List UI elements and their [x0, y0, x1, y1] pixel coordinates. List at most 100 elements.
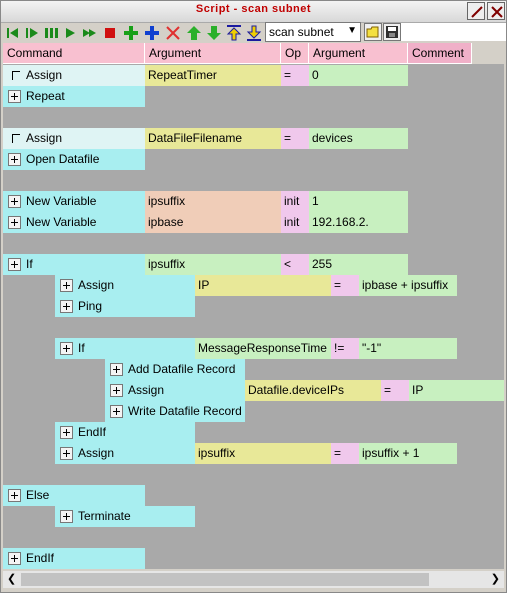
expand-plus-icon[interactable] — [110, 405, 123, 418]
row-8-command[interactable]: Assign — [55, 275, 195, 296]
row-7-argument[interactable]: ipsuffix — [145, 254, 281, 275]
row-13-command[interactable]: Write Datafile Record — [105, 401, 245, 422]
pause-button[interactable] — [42, 24, 60, 42]
first-step-button[interactable] — [4, 24, 22, 42]
header-comment[interactable]: Comment — [408, 43, 472, 64]
header-argument-2[interactable]: Argument — [309, 43, 408, 64]
row-15-argument-2[interactable]: ipsuffix + 1 — [359, 443, 457, 464]
row-8-argument-2[interactable]: ipbase + ipsuffix — [359, 275, 457, 296]
scroll-right-icon[interactable]: ❯ — [490, 573, 500, 585]
row-4-command[interactable]: Open Datafile — [3, 149, 145, 170]
move-up-button[interactable] — [185, 24, 203, 42]
row-1-argument[interactable]: RepeatTimer — [145, 65, 281, 86]
add-blue-button[interactable] — [143, 24, 161, 42]
expand-plus-icon[interactable] — [60, 510, 73, 523]
command-label: EndIf — [78, 425, 107, 439]
row-6-argument-2[interactable]: 192.168.2. — [309, 212, 408, 233]
open-script-button[interactable] — [364, 23, 382, 41]
row-1-argument-2[interactable]: 0 — [309, 65, 408, 86]
row-3-argument-2[interactable]: devices — [309, 128, 408, 149]
row-12-op[interactable]: = — [381, 380, 409, 401]
row-17-command[interactable]: Terminate — [55, 506, 195, 527]
row-10-op[interactable]: != — [331, 338, 359, 359]
row-15-argument[interactable]: ipsuffix — [195, 443, 331, 464]
expand-plus-icon[interactable] — [60, 342, 73, 355]
header-command[interactable]: Command — [3, 43, 145, 64]
row-10-argument[interactable]: MessageResponseTime — [195, 338, 331, 359]
row-2-command[interactable]: Repeat — [3, 86, 145, 107]
expand-plus-icon[interactable] — [60, 426, 73, 439]
expand-plus-icon[interactable] — [8, 489, 21, 502]
command-label: Open Datafile — [26, 152, 100, 166]
scroll-left-icon[interactable]: ❮ — [7, 573, 17, 585]
header-op[interactable]: Op — [281, 43, 309, 64]
move-down-button[interactable] — [205, 24, 223, 42]
row-3-command[interactable]: Assign — [3, 128, 145, 149]
command-label: New Variable — [26, 194, 97, 208]
expand-plus-icon[interactable] — [8, 258, 21, 271]
row-1-op[interactable]: = — [281, 65, 309, 86]
expand-plus-icon[interactable] — [60, 279, 73, 292]
expand-plus-icon[interactable] — [8, 90, 21, 103]
row-7-command[interactable]: If — [3, 254, 145, 275]
script-select[interactable]: scan subnet ▼ — [265, 22, 361, 42]
row-6-op[interactable]: init — [281, 212, 309, 233]
row-1-command[interactable]: Assign — [3, 65, 145, 86]
row-7-op[interactable]: < — [281, 254, 309, 275]
row-12-argument[interactable]: Datafile.deviceIPs — [245, 380, 381, 401]
row-6-argument[interactable]: ipbase — [145, 212, 281, 233]
fast-forward-button[interactable] — [81, 24, 99, 42]
expand-plus-icon[interactable] — [60, 447, 73, 460]
save-script-button[interactable] — [383, 23, 401, 41]
row-12-argument-2[interactable]: IP — [409, 380, 504, 401]
add-green-button[interactable] — [122, 24, 140, 42]
scrollbar-thumb[interactable] — [21, 573, 429, 586]
row-6-command[interactable]: New Variable — [3, 212, 145, 233]
move-bottom-button[interactable] — [245, 24, 263, 42]
command-label: Write Datafile Record — [128, 404, 242, 418]
play-button[interactable] — [61, 24, 79, 42]
command-label: Ping — [78, 299, 103, 313]
row-3-argument[interactable]: DataFileFilename — [145, 128, 281, 149]
expand-plus-icon[interactable] — [60, 300, 73, 313]
expand-plus-icon[interactable] — [110, 363, 123, 376]
expand-plus-icon[interactable] — [110, 384, 123, 397]
expand-plus-icon[interactable] — [8, 153, 21, 166]
toolbar-text-field[interactable] — [401, 23, 506, 41]
move-top-button[interactable] — [225, 24, 243, 42]
row-12-command[interactable]: Assign — [105, 380, 245, 401]
edit-button[interactable] — [467, 2, 485, 20]
row-5-command[interactable]: New Variable — [3, 191, 145, 212]
row-8-argument[interactable]: IP — [195, 275, 331, 296]
row-9-command[interactable]: Ping — [55, 296, 195, 317]
header-argument[interactable]: Argument — [145, 43, 281, 64]
expand-plus-icon[interactable] — [8, 216, 21, 229]
row-11-command[interactable]: Add Datafile Record — [105, 359, 245, 380]
row-14-command[interactable]: EndIf — [55, 422, 195, 443]
header-filler — [472, 43, 504, 64]
expand-plus-icon[interactable] — [8, 195, 21, 208]
command-label: Else — [26, 488, 50, 502]
row-10-command[interactable]: If — [55, 338, 195, 359]
row-16-command[interactable]: Else — [3, 485, 145, 506]
run-step-button[interactable] — [23, 24, 41, 42]
chevron-down-icon: ▼ — [347, 25, 357, 36]
row-3-op[interactable]: = — [281, 128, 309, 149]
row-5-argument-2[interactable]: 1 — [309, 191, 408, 212]
command-label: New Variable — [26, 215, 97, 229]
stop-button[interactable] — [101, 24, 119, 42]
row-15-command[interactable]: Assign — [55, 443, 195, 464]
row-18-command[interactable]: EndIf — [3, 548, 145, 569]
command-label: Assign — [78, 446, 115, 460]
command-label: If — [78, 341, 85, 355]
row-5-op[interactable]: init — [281, 191, 309, 212]
row-5-argument[interactable]: ipsuffix — [145, 191, 281, 212]
row-8-op[interactable]: = — [331, 275, 359, 296]
row-7-argument-2[interactable]: 255 — [309, 254, 408, 275]
delete-button[interactable] — [164, 24, 182, 42]
horizontal-scrollbar[interactable]: ❮ ❯ — [3, 571, 504, 588]
close-button[interactable] — [487, 2, 505, 20]
expand-plus-icon[interactable] — [8, 552, 21, 565]
row-15-op[interactable]: = — [331, 443, 359, 464]
row-10-argument-2[interactable]: "-1" — [359, 338, 457, 359]
